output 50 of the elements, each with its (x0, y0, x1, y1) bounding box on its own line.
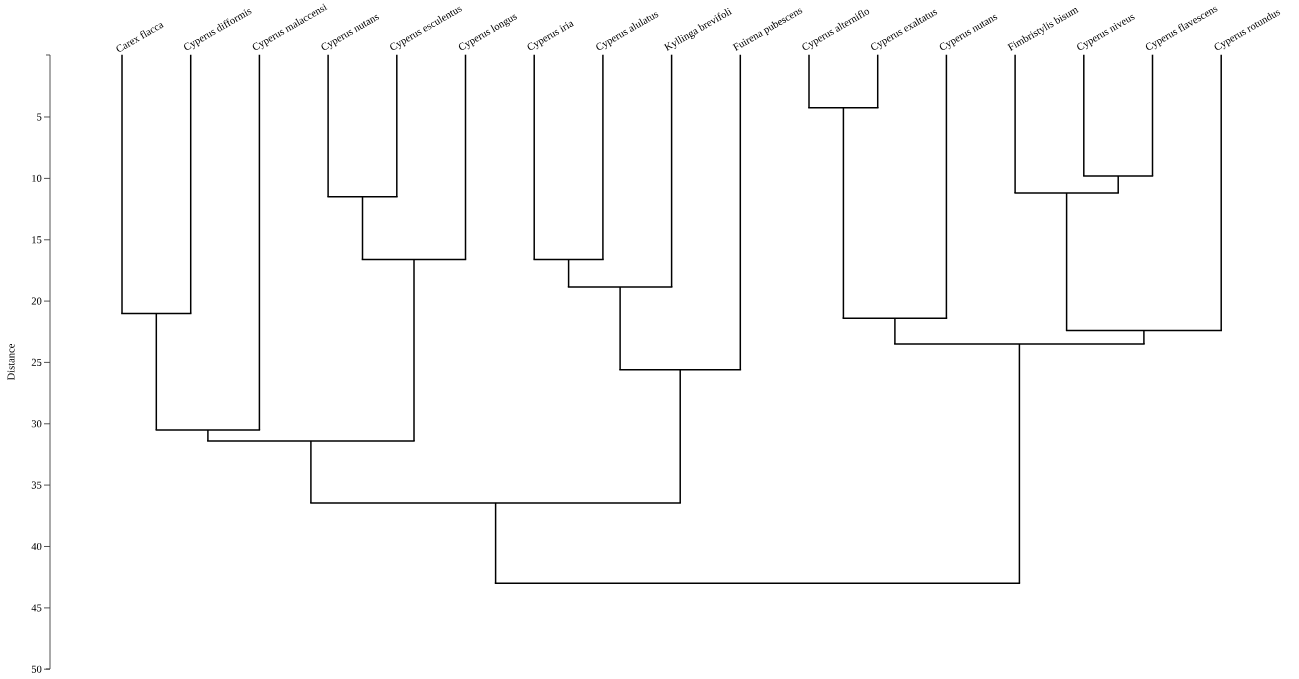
merge-bar (360, 258, 467, 261)
branch-line (1018, 343, 1021, 585)
merge-bar (841, 317, 948, 320)
branch-line (258, 53, 261, 431)
branch-line (189, 53, 192, 315)
branch-line (207, 429, 209, 442)
branch-line (121, 53, 123, 315)
merge-bar (494, 582, 1021, 585)
tick-label: 15 (32, 236, 42, 244)
branch-line (1151, 53, 1154, 177)
merge-bar (532, 258, 605, 261)
branch-line (464, 53, 467, 261)
tick-label: 50 (31, 665, 42, 673)
branch-line (310, 440, 312, 504)
tick-label: 10 (32, 174, 42, 182)
tick-label: 35 (31, 481, 42, 489)
branch-line (808, 53, 810, 109)
tick-label: 40 (31, 542, 42, 551)
branch-line (327, 53, 329, 198)
branch-line (1083, 53, 1085, 177)
branch-line (1065, 192, 1068, 332)
branch-line (494, 502, 497, 585)
tick-label: 30 (31, 420, 42, 428)
axis-title: Distance (7, 344, 15, 381)
branch-line (567, 258, 570, 288)
tick-label: 5 (37, 113, 42, 121)
leaf-label: Carex flacca (116, 23, 164, 52)
branch-line (1143, 329, 1145, 345)
tick-label: 20 (31, 297, 42, 305)
branch-line (739, 53, 742, 371)
branch-line (602, 53, 604, 261)
branch-line (1014, 53, 1016, 194)
branch-line (876, 53, 879, 109)
branch-line (361, 196, 364, 261)
merge-bar (120, 312, 193, 315)
branch-line (1117, 175, 1119, 194)
tick-label: 45 (31, 604, 42, 612)
tick-label: 25 (31, 358, 42, 366)
branch-line (396, 53, 398, 198)
branch-line (1220, 53, 1222, 332)
branch-line (894, 317, 896, 345)
branch-line (413, 258, 415, 442)
branch-line (842, 107, 845, 320)
branch-line (670, 53, 673, 288)
branch-line (679, 369, 681, 504)
branch-line (619, 286, 621, 371)
branch-line (155, 312, 158, 431)
branch-line (945, 53, 948, 320)
merge-bar (1065, 329, 1223, 332)
branch-line (533, 53, 535, 261)
